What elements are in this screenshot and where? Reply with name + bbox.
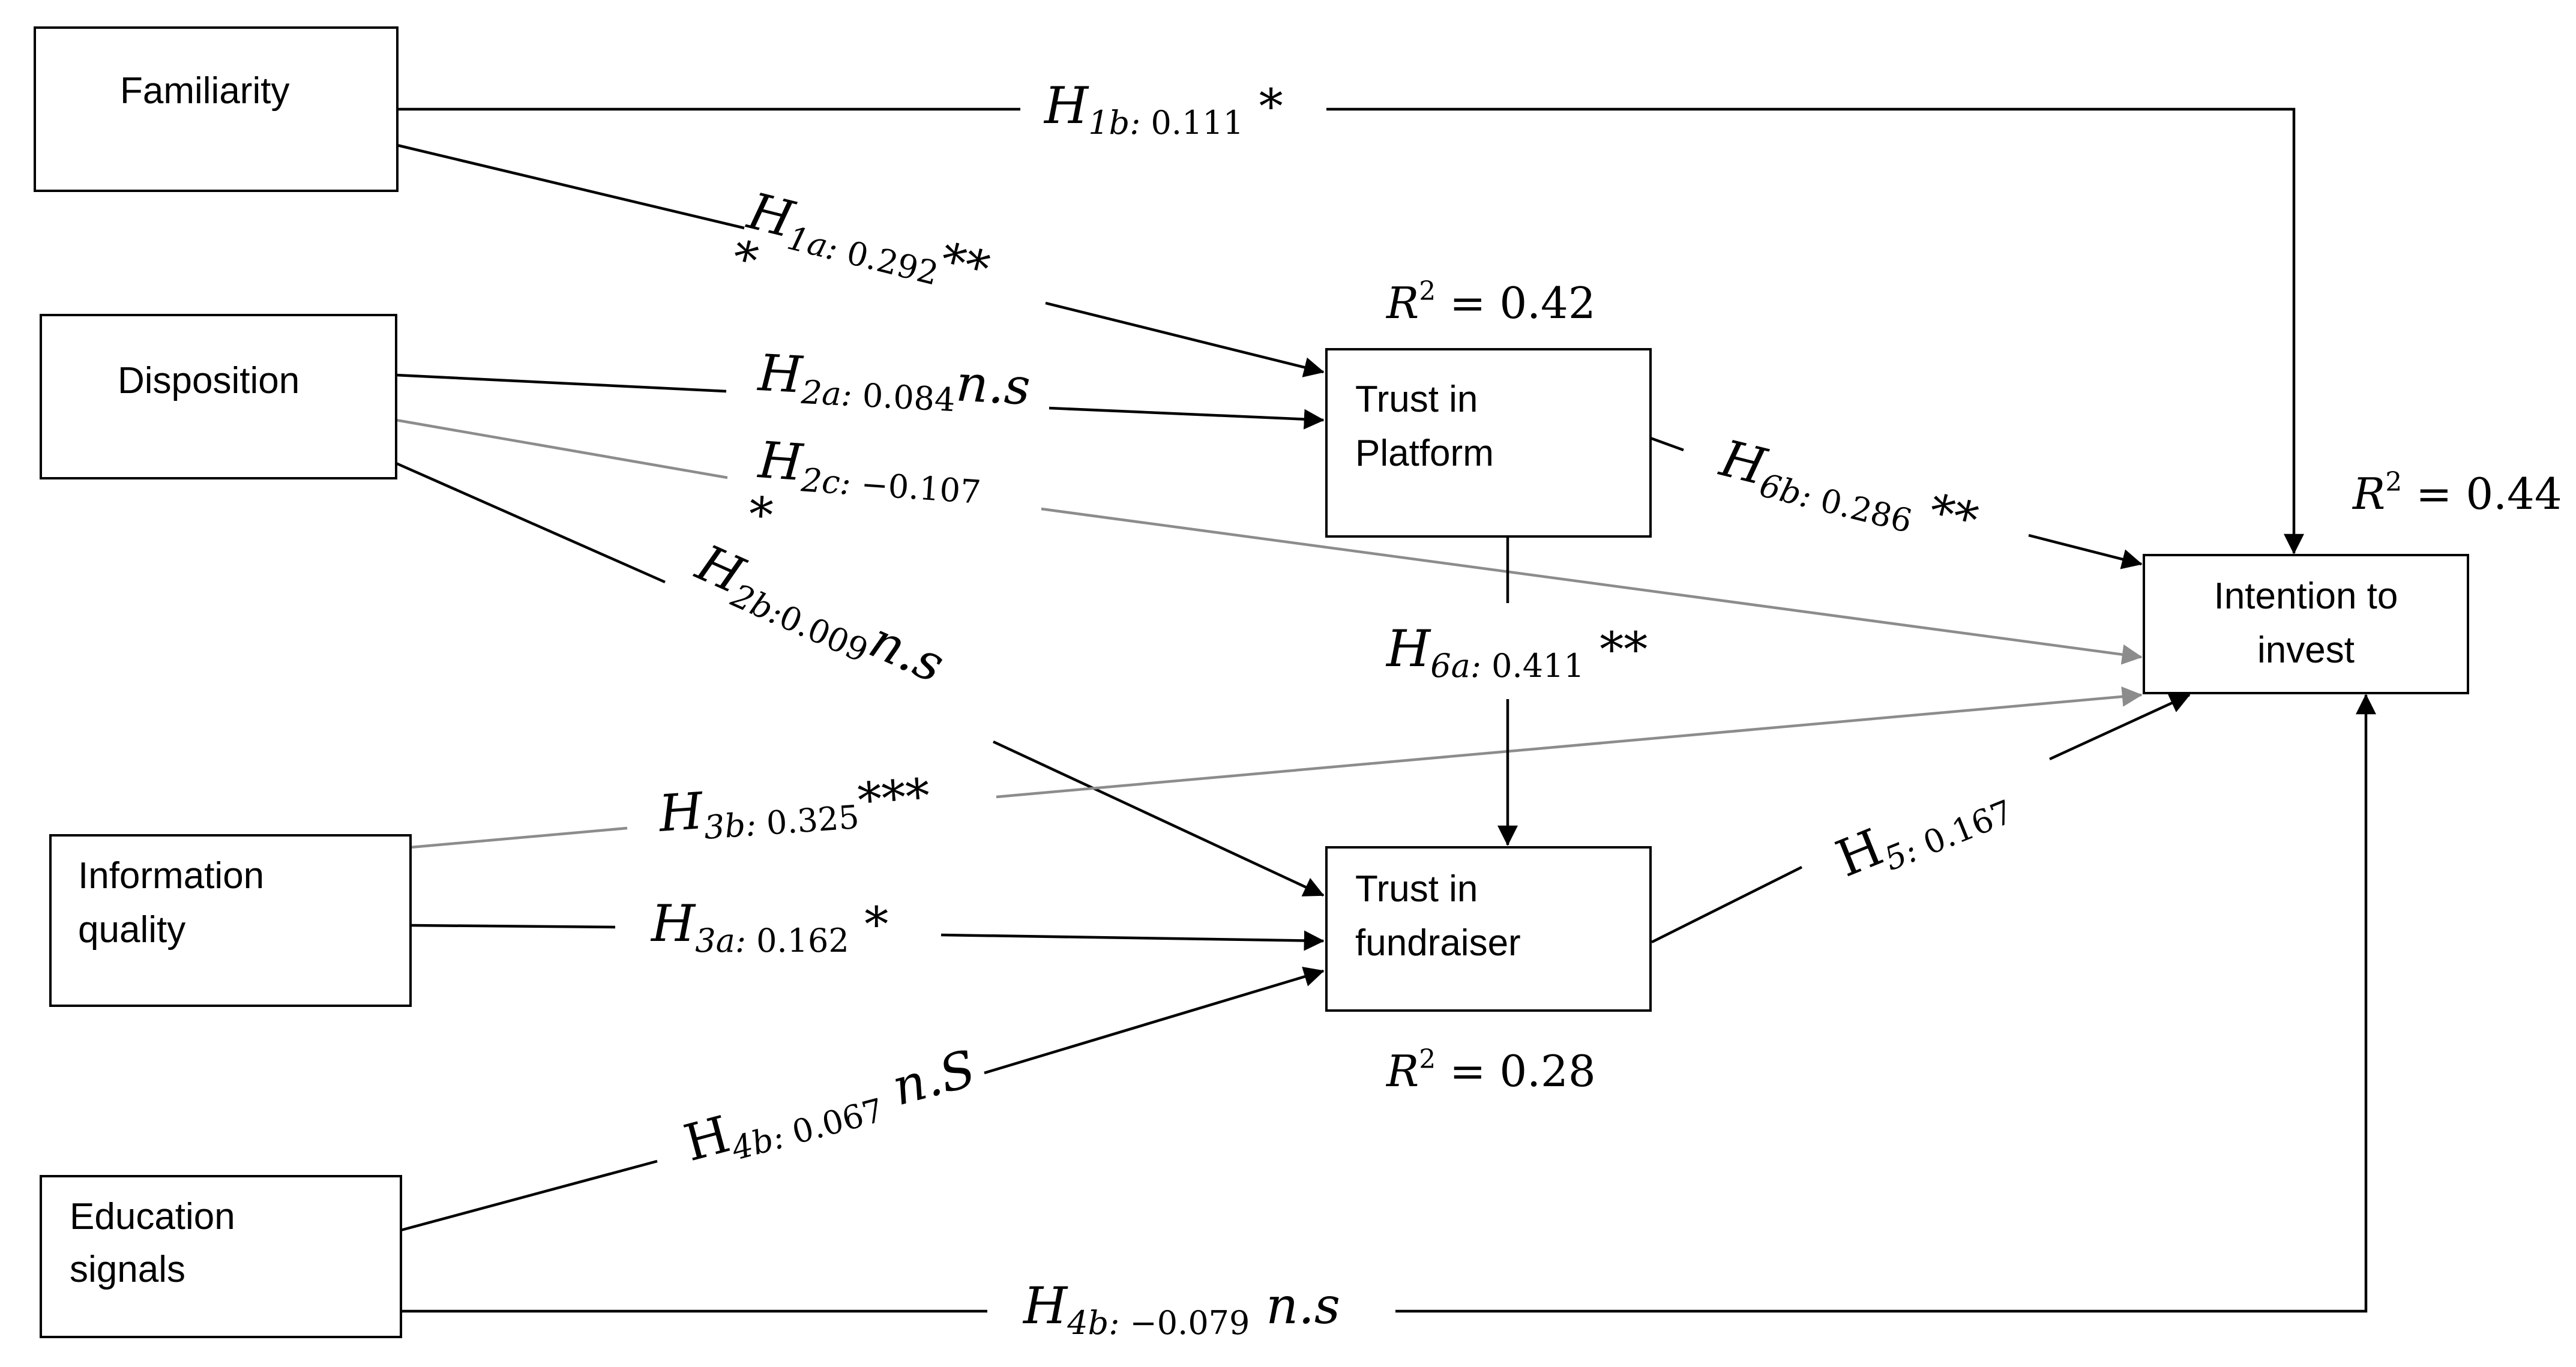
svg-text:H6b: 0.286 **: H6b: 0.286 ** [1712,428,1984,556]
node-information-quality-label-1: Information [78,855,264,897]
edge-h5-start [1651,865,1803,944]
node-trust-platform-label-1: Trust in [1355,379,1478,420]
node-information-quality-box [49,834,412,1007]
svg-text:H5: 0.167: H5: 0.167 [1828,767,2018,895]
path-label-h3b: H3b: 0.325*** [656,766,933,850]
svg-text:H2a: 0.084n.s: H2a: 0.084n.s [755,343,1032,423]
node-trust-fundraiser-label-1: Trust in [1355,868,1478,910]
svg-text:H2b:0.009n.s: H2b:0.009n.s [685,533,953,700]
svg-text:H3b: 0.325***: H3b: 0.325*** [656,766,933,850]
r2-trust-platform: R2 = 0.42 [1385,276,1596,328]
edge-h4b-ft-end [984,967,1325,1075]
path-label-h1a: H1a: 0.292** * [726,181,996,304]
node-familiarity-box [34,26,399,192]
path-label-h2b: H2b:0.009n.s [685,533,953,700]
path-label-h2c: H2c: −0.107 * [747,430,984,544]
node-trust-platform-label-2: Platform [1355,433,1494,474]
node-intention-label-1: Intention to [2214,575,2398,617]
node-disposition-box [40,314,397,479]
node-education-signals-label-1: Education [70,1196,235,1237]
node-trust-fundraiser-box [1325,846,1652,1012]
edge-h3b-end [996,686,2143,799]
edge-h4b-ft-start [400,1159,658,1232]
node-disposition-label-1: Disposition [118,360,299,401]
r2-intention: R2 = 0.44 [2352,467,2562,519]
node-education-signals: Education signals [40,1175,402,1338]
edge-h2b-end [993,740,1325,897]
edge-h6b-start [1650,436,1684,452]
path-label-h4b-int: H4b: −0.079 n.s [1022,1276,1340,1342]
edge-h5-end [2049,693,2191,761]
edge-h2a-end [1049,406,1325,430]
edge-h6b-end [2028,533,2143,569]
node-intention-box [2143,554,2469,694]
edge-h2c-end [1041,507,2143,665]
node-familiarity-label-1: Familiarity [120,70,289,112]
node-information-quality-label-2: quality [78,909,185,951]
path-label-h5: H5: 0.167 [1828,767,2018,895]
path-label-h6a: H6a: 0.411 ** [1385,619,1648,685]
node-trust-platform-box [1325,348,1652,538]
path-label-h3a: H3a: 0.162 * [650,894,888,960]
edge-h1a-start [397,143,745,230]
edge-h2c-start [396,418,728,479]
node-education-signals-box [40,1175,402,1338]
node-information-quality: Information quality [49,834,412,1007]
node-trust-fundraiser: Trust in fundraiser [1325,846,1652,1012]
node-disposition: Disposition [40,314,397,479]
edge-h3a-end [940,930,1325,951]
node-intention-label-2: invest [2257,629,2355,671]
node-intention: Intention to invest [2143,554,2469,694]
edge-h2a-start [396,373,727,393]
edge-h3a-start [410,924,616,929]
path-label-h6b: H6b: 0.286 ** [1712,428,1984,556]
svg-text:H1a: 0.292**: H1a: 0.292** [740,181,996,304]
edges [396,107,2376,1313]
edge-h4b-int-continued [1395,694,2376,1313]
edge-h2b-start [396,461,666,584]
path-label-h1b: H1b: 0.111 * [1043,76,1283,142]
path-label-h1a-star: * [726,229,763,289]
svg-text:H2c: −0.107: H2c: −0.107 [755,430,984,511]
edge-h1a-end [1045,301,1325,377]
path-label-h4b-ft: H4b: 0.067 n.S [678,1039,983,1179]
node-trust-platform: Trust in Platform [1325,348,1652,538]
r2-trust-fundraiser: R2 = 0.28 [1385,1044,1596,1096]
edge-h3b-start [410,826,628,849]
svg-text:H4b: 0.067 n.S: H4b: 0.067 n.S [678,1039,983,1179]
node-trust-fundraiser-label-2: fundraiser [1355,922,1521,964]
path-label-h2c-star: * [747,486,774,544]
node-familiarity: Familiarity [34,26,399,192]
node-education-signals-label-2: signals [70,1249,185,1290]
path-label-h2a: H2a: 0.084n.s [755,343,1032,423]
edge-h1b-continued [1326,107,2304,554]
